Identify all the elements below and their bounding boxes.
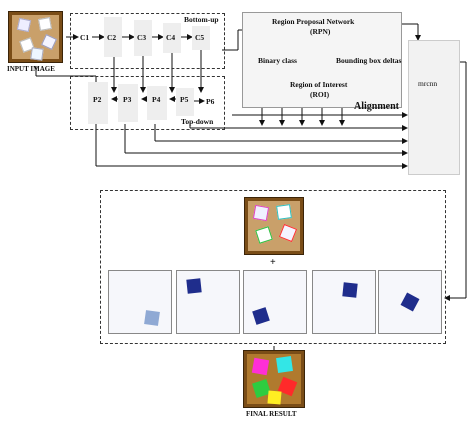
result-mask: [276, 356, 293, 373]
input-card: [38, 17, 52, 31]
result-mask: [251, 357, 270, 376]
p4-label: P4: [152, 95, 161, 104]
p4-block: [147, 86, 167, 120]
c3-block: [134, 20, 152, 56]
c3-label: C3: [137, 33, 147, 42]
roi-subtitle: (ROI): [310, 90, 330, 99]
p2-block: [88, 82, 108, 124]
rpn-title: Region Proposal Network: [272, 17, 355, 26]
roi-title: Region of Interest: [290, 80, 348, 89]
c1-label: C1: [80, 33, 90, 42]
input-image-photo: [8, 11, 63, 63]
mrcnn-box: [408, 40, 460, 175]
p5-block: [176, 88, 194, 116]
c2-block: [104, 17, 122, 57]
top-down-label: Top-down: [181, 117, 214, 126]
rpn-box: [242, 12, 402, 108]
c5-label: C5: [195, 33, 205, 42]
binary-class-label: Binary class: [258, 56, 297, 65]
c5-block: [192, 26, 210, 50]
output-box: [100, 190, 446, 344]
c2-label: C2: [107, 33, 117, 42]
mask-shape: [400, 292, 420, 312]
bbox-deltas-label: Bounding box deltas: [336, 56, 402, 65]
bottom-up-label: Bottom-up: [184, 15, 219, 24]
mask-shape: [186, 278, 202, 294]
top-down-box: [70, 76, 225, 130]
p6-label: P6: [206, 97, 215, 106]
c4-label: C4: [166, 33, 176, 42]
c4-block: [163, 23, 181, 53]
p3-block: [118, 84, 138, 122]
p2-label: P2: [93, 95, 102, 104]
input-image-label: INPUT IMAGE: [7, 65, 55, 73]
final-result-label: FINAL RESULT: [246, 410, 297, 418]
result-mask: [267, 390, 282, 405]
bottom-up-box: [70, 13, 225, 69]
detection-image-photo: [244, 197, 304, 255]
mask-panel-5: [378, 270, 442, 334]
mask-shape: [342, 282, 358, 298]
alignment-label: Alignment: [354, 101, 399, 112]
mask-panel-3: [243, 270, 307, 334]
detected-card: [252, 204, 270, 222]
p5-label: P5: [180, 95, 189, 104]
p3-label: P3: [123, 95, 132, 104]
detected-card: [276, 204, 292, 220]
rpn-subtitle: (RPN): [310, 27, 331, 36]
mask-panel-2: [176, 270, 240, 334]
input-card: [16, 17, 32, 33]
plus-sign: +: [270, 257, 276, 268]
mask-shape: [252, 307, 270, 325]
mask-panel-4: [312, 270, 376, 334]
mask-shape: [144, 310, 160, 326]
mrcnn-label: mrcnn: [418, 79, 438, 88]
final-result-photo: [243, 350, 305, 408]
mask-panel-1: [108, 270, 172, 334]
input-card: [30, 47, 44, 61]
